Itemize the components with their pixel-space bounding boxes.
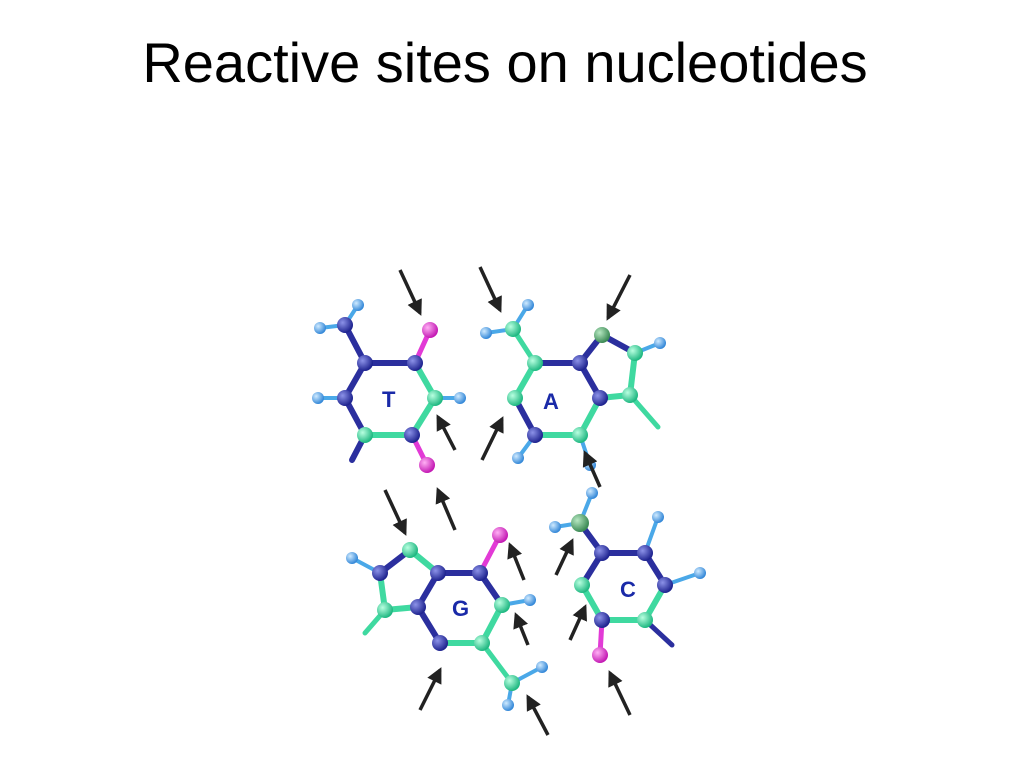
arrow-t-o4 (398, 269, 422, 316)
base-label-a: A (543, 389, 559, 414)
guanine-molecule: G (346, 527, 548, 711)
arrow-c-o2 (608, 670, 632, 716)
arrow-a-n1 (480, 416, 504, 461)
base-label-t: T (382, 387, 396, 412)
arrow-a-n7 (606, 274, 632, 321)
adenine-molecule: A (480, 299, 666, 471)
arrow-t-o2 (435, 487, 457, 531)
arrow-c-n4 (554, 538, 574, 576)
arrow-c-n3 (568, 604, 587, 641)
arrow-a-n3 (582, 450, 602, 488)
base-label-c: C (620, 577, 636, 602)
thymine-molecule: T (312, 299, 466, 473)
arrow-a-n6 (478, 266, 502, 313)
arrow-g-n1 (513, 612, 530, 646)
arrow-g-n7 (383, 489, 407, 536)
base-label-g: G (452, 596, 469, 621)
arrow-g-n2 (526, 694, 550, 736)
arrow-g-o6 (507, 542, 526, 581)
reactive-site-arrows (383, 266, 632, 736)
molecule-svg: T (312, 266, 706, 736)
arrow-t-c5 (436, 414, 457, 451)
cytosine-molecule: C (549, 487, 706, 663)
arrow-g-n3 (418, 667, 442, 711)
nucleotide-diagram: T (290, 255, 740, 745)
slide-title: Reactive sites on nucleotides (142, 31, 868, 94)
